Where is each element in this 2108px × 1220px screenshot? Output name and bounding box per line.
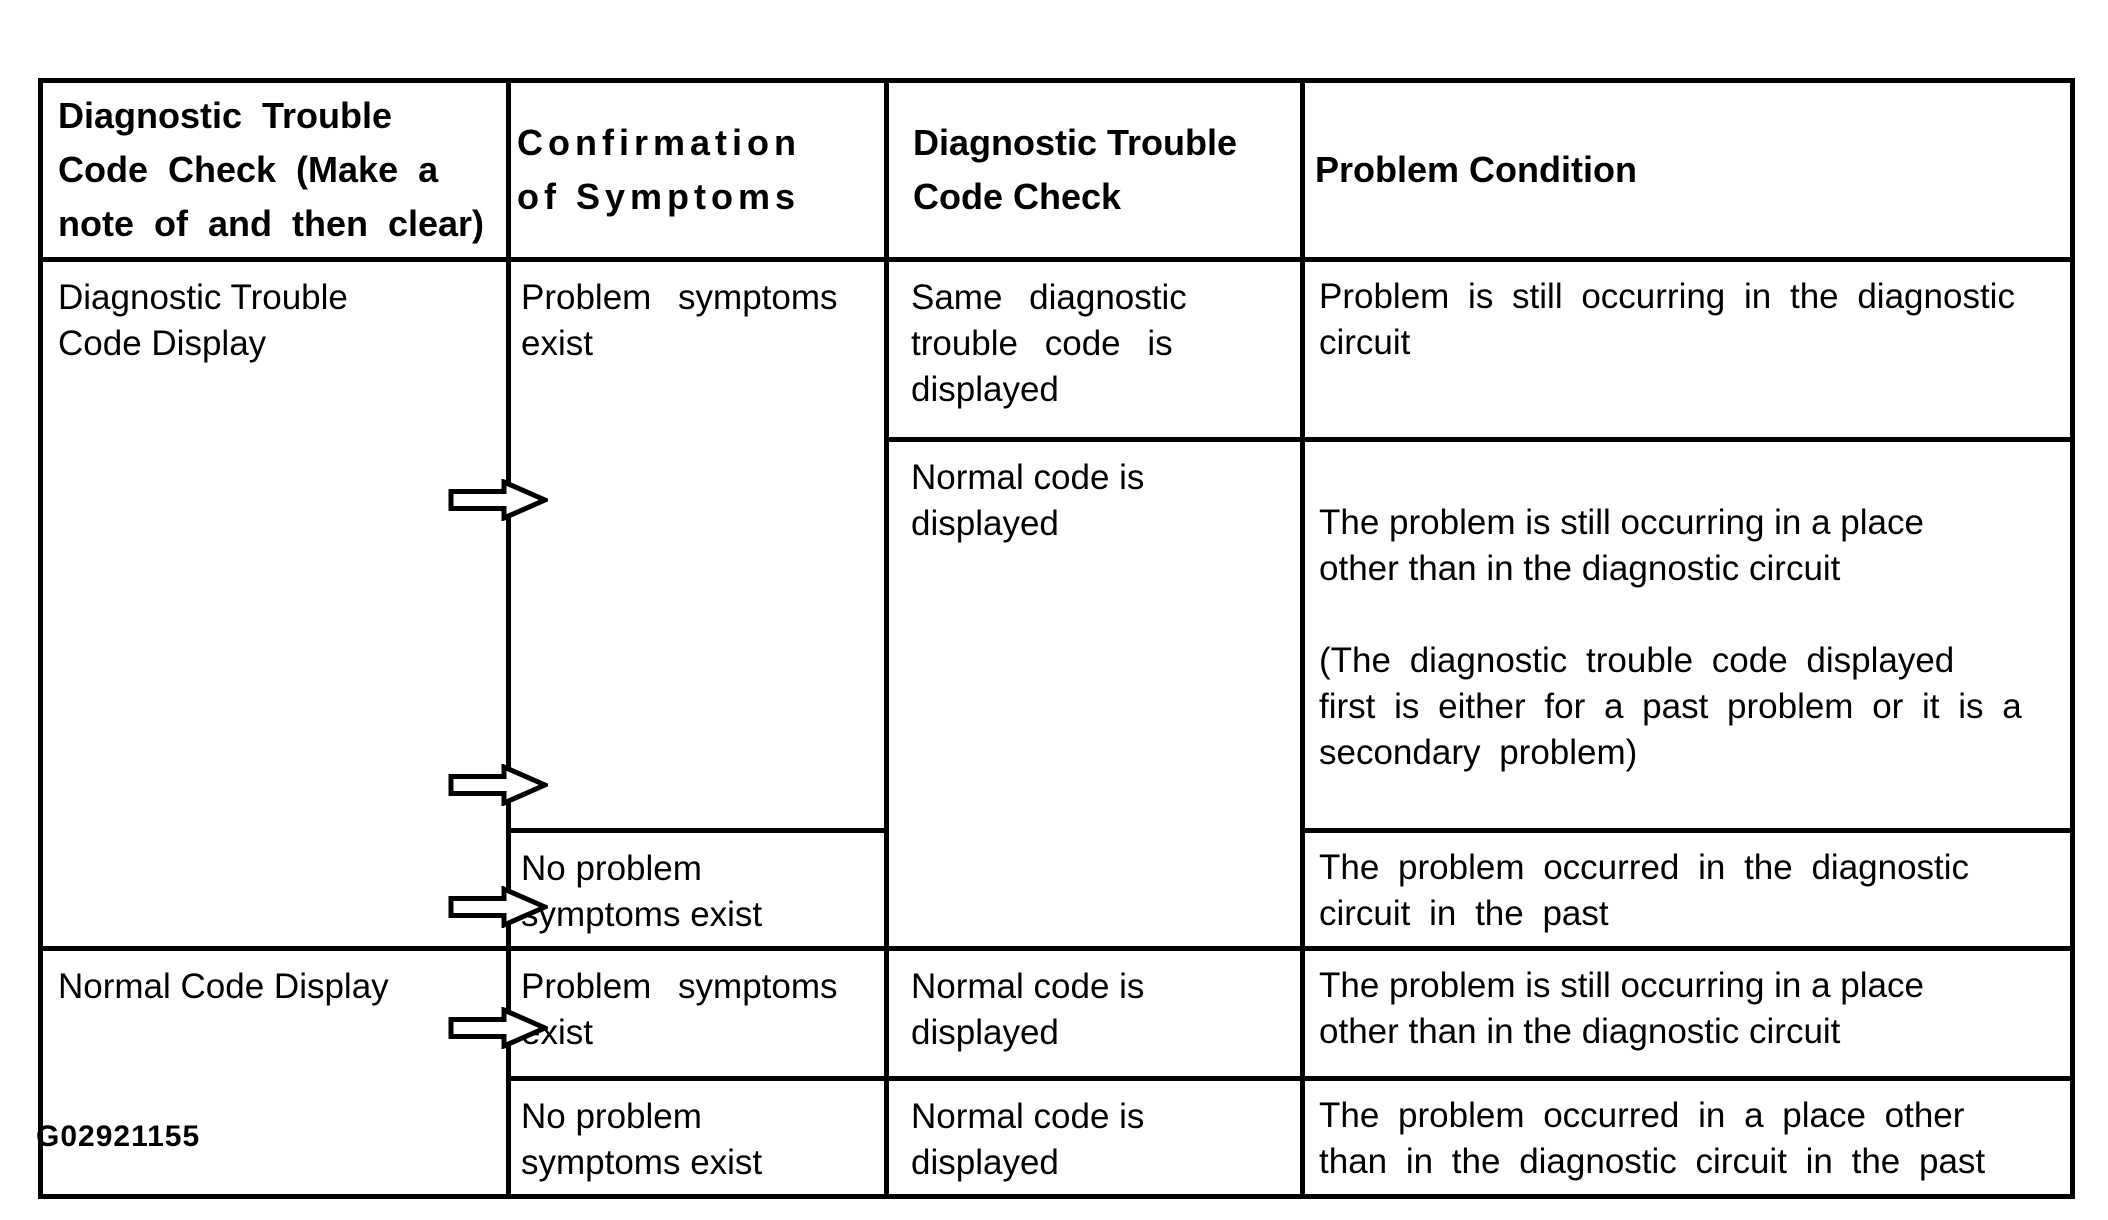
cell-no-problem-symptoms-2: No problem symptoms exist — [506, 1076, 889, 1199]
cell-normal-code-displayed-3: Normal code is displayed — [884, 1076, 1305, 1199]
cell-normal-code-displayed-1: Normal code is displayed — [884, 437, 1305, 951]
flow-arrow-icon — [448, 1007, 548, 1049]
header-dtc-code-check: Diagnostic Trouble Code Check (Make a no… — [38, 78, 511, 262]
table-row: No problem symptoms exist The problem oc… — [41, 828, 2075, 951]
cell-same-dtc-displayed: Same diagnostic trouble code is displaye… — [884, 257, 1305, 442]
table-row: No problem symptoms exist Normal code is… — [41, 1076, 2075, 1199]
cell-condition-4: The problem is still occurring in a plac… — [1300, 946, 2075, 1081]
table-row: Diagnostic Trouble Code Display Problem … — [38, 257, 2075, 951]
header-dtc-code-check-2: Diagnostic Trouble Code Check — [884, 78, 1305, 262]
table-row: Normal code is displayed The problem is … — [41, 437, 2075, 951]
cell-condition-1: Problem is still occurring in the diagno… — [1300, 257, 2075, 442]
figure-id: G02921155 — [36, 1120, 201, 1153]
cell-normal-code-display: Normal Code Display — [38, 946, 511, 1199]
cell-condition-5: The problem occurred in a place other th… — [1300, 1076, 2075, 1199]
cell-dtc-display: Diagnostic Trouble Code Display — [38, 257, 511, 951]
header-confirmation-of-symptoms: Confirmation of Symptoms — [506, 78, 889, 262]
cell-problem-symptoms-exist-2: Problem symptoms exist — [506, 946, 889, 1081]
header-problem-condition: Problem Condition — [1300, 78, 2075, 262]
flow-arrow-icon — [448, 764, 548, 806]
cell-condition-3: The problem occurred in the diagnostic c… — [1300, 828, 2075, 951]
dtc-check-table: Diagnostic Trouble Code Check (Make a no… — [38, 78, 2075, 1199]
header-row: Diagnostic Trouble Code Check (Make a no… — [38, 78, 2075, 262]
condition-2-note: (The diagnostic trouble code displayed f… — [1319, 641, 2022, 772]
cell-condition-2: The problem is still occurring in a plac… — [1300, 437, 2075, 833]
cell-normal-code-displayed-2: Normal code is displayed — [884, 946, 1305, 1081]
cell-problem-symptoms-exist-1: Problem symptoms exist — [506, 257, 889, 833]
cell-no-problem-symptoms-1: No problem symptoms exist — [506, 828, 889, 951]
flow-arrow-icon — [448, 479, 548, 521]
table-row: Normal Code Display Problem symptoms exi… — [38, 946, 2075, 1199]
condition-2-main: The problem is still occurring in a plac… — [1319, 503, 1924, 588]
flow-arrow-icon — [448, 886, 548, 928]
